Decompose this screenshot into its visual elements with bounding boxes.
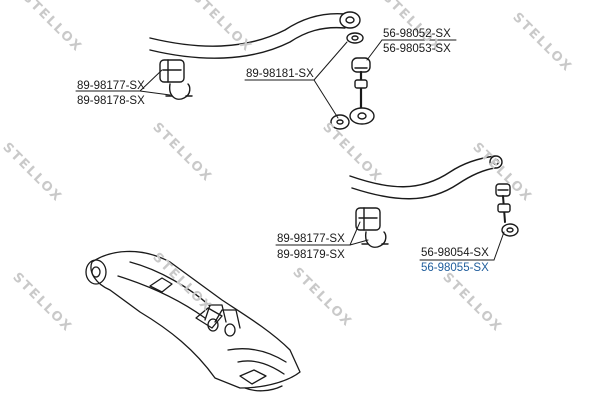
- part-label-lower-bracket-a: 89-98177-SX: [277, 233, 345, 245]
- leader-lines: [75, 39, 505, 261]
- part-label-lower-link-a: 56-98054-SX: [421, 247, 489, 259]
- lower-stabilizer-link: [495, 183, 519, 237]
- part-label-upper-bracket-b: 89-98178-SX: [77, 95, 145, 107]
- part-label-upper-bushing-set: 89-98181-SX: [246, 68, 314, 80]
- upper-bushing-bracket: [159, 59, 193, 100]
- upper-stabilizer-link: [330, 32, 375, 130]
- upper-stabilizer-bar: [149, 11, 361, 59]
- part-label-lower-link-b: 56-98055-SX: [421, 262, 489, 274]
- part-label-upper-link-b: 56-98053-SX: [383, 43, 451, 55]
- part-label-upper-link-a: 56-98052-SX: [383, 28, 451, 40]
- part-label-lower-bracket-b: 89-98179-SX: [277, 249, 345, 261]
- lower-bushing-bracket: [355, 207, 389, 248]
- lower-stabilizer-bar: [349, 155, 503, 200]
- lower-control-arm: [85, 250, 301, 392]
- part-label-upper-bracket-a: 89-98177-SX: [77, 80, 145, 92]
